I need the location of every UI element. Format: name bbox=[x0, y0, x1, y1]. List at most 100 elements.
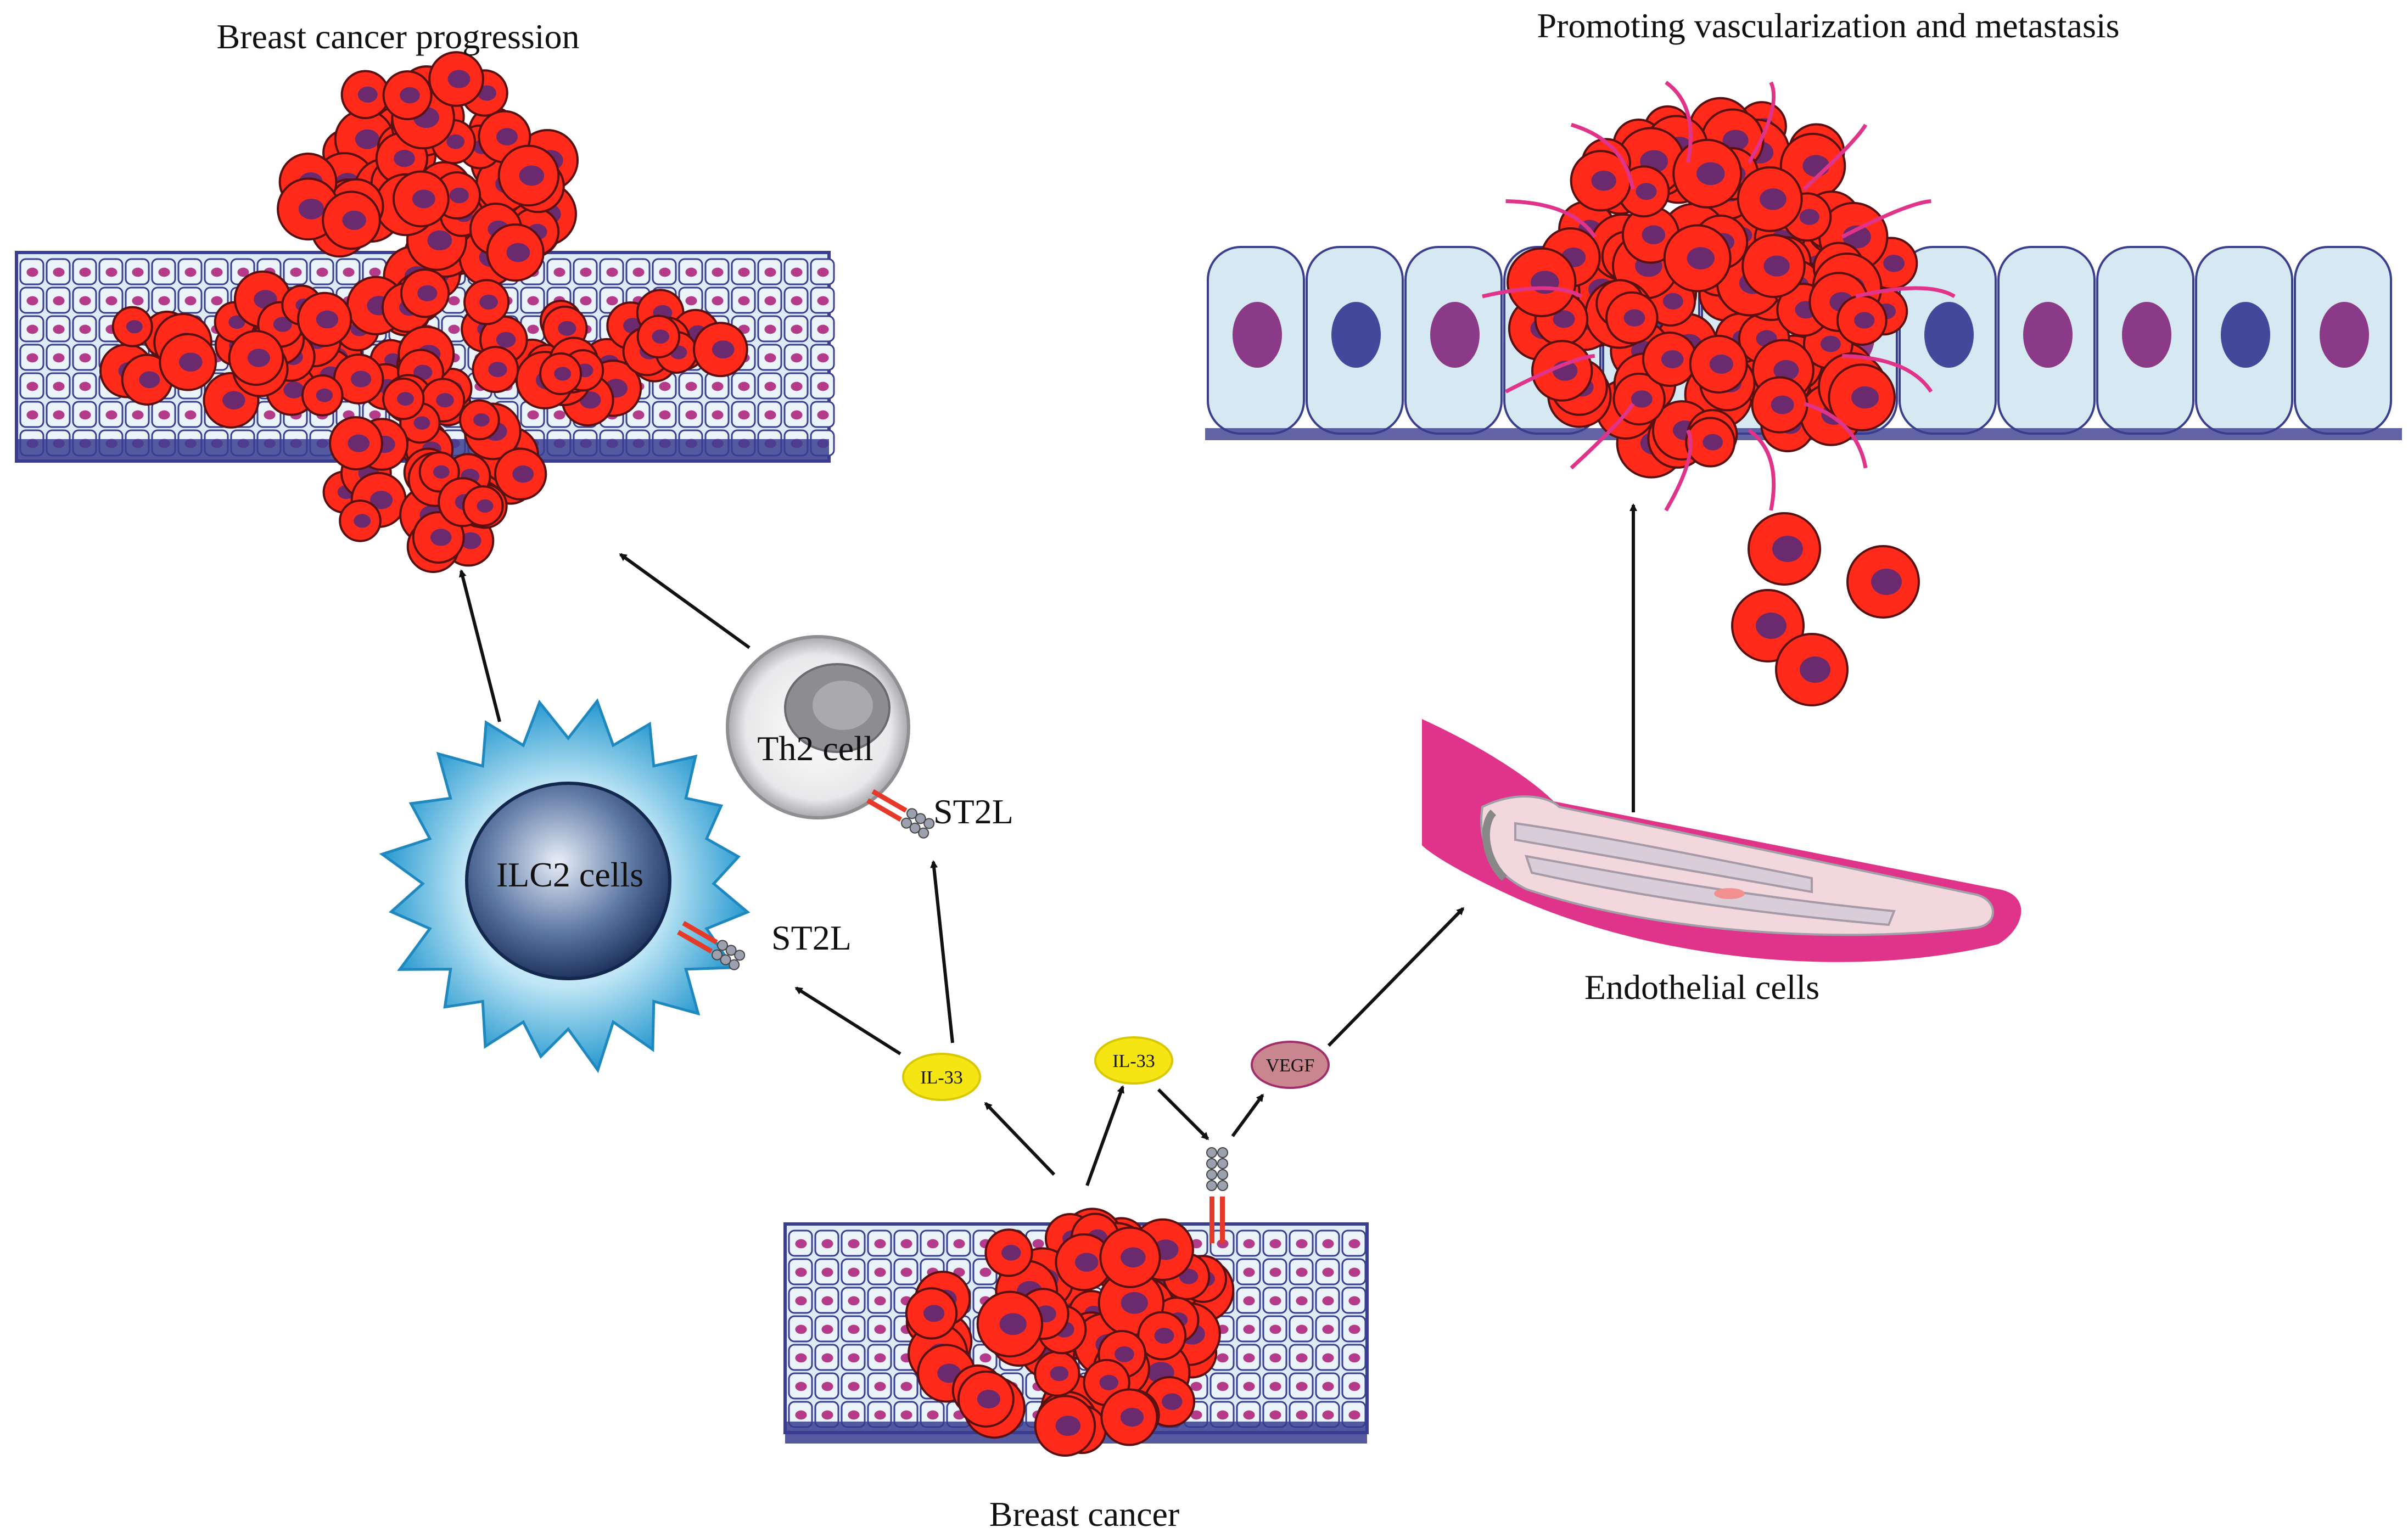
cell-nucleus bbox=[712, 381, 724, 391]
cell-nucleus bbox=[606, 267, 618, 277]
th2-st2l-label: ST2L bbox=[933, 792, 1013, 831]
cell-nucleus bbox=[53, 267, 65, 277]
tumor-nucleus bbox=[1001, 1245, 1021, 1261]
vascular-strand bbox=[1482, 286, 1582, 299]
tumor-nucleus bbox=[436, 392, 454, 408]
cell-nucleus bbox=[1322, 1382, 1334, 1391]
cell-nucleus bbox=[712, 296, 724, 306]
cell-nucleus bbox=[132, 267, 144, 277]
cell-nucleus bbox=[527, 296, 539, 306]
right-title: Promoting vascularization and metastasis bbox=[1537, 6, 2119, 45]
tumor-nucleus bbox=[369, 491, 393, 509]
cell-nucleus bbox=[553, 267, 565, 277]
cell-nucleus bbox=[817, 296, 829, 306]
breast-cancer-tissue bbox=[783, 1208, 1369, 1457]
cell-nucleus bbox=[1217, 1239, 1229, 1249]
cell-nucleus bbox=[659, 410, 671, 420]
cell-nucleus bbox=[527, 324, 539, 334]
cell-nucleus bbox=[1430, 302, 1480, 368]
tumor-nucleus bbox=[488, 362, 507, 378]
tumor-nucleus bbox=[1760, 188, 1787, 210]
tumor-nucleus bbox=[999, 1313, 1027, 1335]
cell-nucleus bbox=[1190, 1410, 1202, 1420]
tumor-nucleus bbox=[1121, 1247, 1146, 1268]
tumor-nucleus bbox=[1854, 312, 1875, 329]
cell-nucleus bbox=[1322, 1239, 1334, 1249]
cell-nucleus bbox=[1243, 1267, 1255, 1277]
cell-nucleus bbox=[1348, 1353, 1360, 1363]
arrow-tumor-to-il33-left bbox=[984, 1102, 1056, 1176]
cell-nucleus bbox=[900, 1239, 912, 1249]
cell-nucleus bbox=[791, 381, 803, 391]
tumor-nucleus bbox=[348, 434, 370, 452]
tumor-nucleus bbox=[1154, 1328, 1174, 1344]
cell-nucleus bbox=[1322, 1324, 1334, 1334]
cell-nucleus bbox=[1269, 1296, 1281, 1306]
tumor-nucleus bbox=[433, 465, 450, 479]
cell-nucleus bbox=[448, 324, 460, 334]
tumor-nucleus bbox=[1115, 1346, 1134, 1362]
cell-nucleus bbox=[290, 267, 302, 277]
vascular-strand bbox=[1803, 402, 1868, 469]
cell-nucleus bbox=[53, 410, 65, 420]
tumor-nucleus bbox=[283, 381, 305, 398]
cell-nucleus bbox=[848, 1353, 860, 1363]
tumor-nucleus bbox=[350, 370, 372, 388]
cell-nucleus bbox=[979, 1353, 992, 1363]
endothelial-label: Endothelial cells bbox=[1584, 968, 1819, 1007]
cell-nucleus bbox=[1348, 1324, 1360, 1334]
tumor-nucleus bbox=[1851, 386, 1879, 409]
cell-nucleus bbox=[79, 267, 91, 277]
cell-nucleus bbox=[632, 410, 645, 420]
cell-nucleus bbox=[821, 1410, 833, 1420]
vascular-strand bbox=[1570, 122, 1635, 190]
cell-nucleus bbox=[1296, 1267, 1308, 1277]
cell-nucleus bbox=[1032, 1239, 1044, 1249]
cell-nucleus bbox=[821, 1267, 833, 1277]
cell-nucleus bbox=[1217, 1353, 1229, 1363]
cell-nucleus bbox=[712, 410, 724, 420]
cell-nucleus bbox=[1217, 1382, 1229, 1391]
tumor-nucleus bbox=[1800, 656, 1830, 683]
tumor-nucleus bbox=[1161, 1393, 1183, 1410]
tumor-nucleus bbox=[1820, 335, 1841, 352]
cell-nucleus bbox=[685, 381, 697, 391]
tumor-nucleus bbox=[977, 1389, 1000, 1408]
cell-nucleus bbox=[105, 296, 117, 306]
tumor-nucleus bbox=[479, 294, 498, 310]
vascular-strand bbox=[1664, 429, 1693, 512]
cell-nucleus bbox=[105, 410, 117, 420]
vascular-strand bbox=[1802, 123, 1868, 191]
tumor-nucleus bbox=[247, 349, 270, 367]
cell-nucleus bbox=[821, 1324, 833, 1334]
cell-nucleus bbox=[2122, 302, 2171, 368]
tumor-nucleus bbox=[354, 514, 371, 528]
tumor-nucleus bbox=[1120, 1407, 1144, 1427]
cell-nucleus bbox=[1269, 1382, 1281, 1391]
cell-nucleus bbox=[1348, 1239, 1360, 1249]
cell-nucleus bbox=[184, 296, 197, 306]
cell-nucleus bbox=[26, 353, 38, 363]
cell-nucleus bbox=[791, 296, 803, 306]
cell-nucleus bbox=[685, 267, 697, 277]
cell-nucleus bbox=[764, 381, 776, 391]
cell-nucleus bbox=[158, 267, 170, 277]
vegf-cytokine: VEGF bbox=[1251, 1041, 1330, 1089]
breast-cancer-progression-tissue bbox=[15, 51, 835, 574]
cell-nucleus bbox=[764, 267, 776, 277]
cell-nucleus bbox=[553, 410, 565, 420]
tumor-nucleus bbox=[1642, 225, 1666, 245]
cell-nucleus bbox=[527, 410, 539, 420]
tumor-nucleus bbox=[449, 187, 469, 204]
cell-nucleus bbox=[685, 296, 697, 306]
tumor-nucleus bbox=[126, 320, 143, 334]
cell-nucleus bbox=[1322, 1353, 1334, 1363]
cell-nucleus bbox=[764, 296, 776, 306]
cell-nucleus bbox=[1322, 1267, 1334, 1277]
cell-nucleus bbox=[738, 381, 750, 391]
tumor-nucleus bbox=[427, 230, 452, 251]
cell-nucleus bbox=[1348, 1267, 1360, 1277]
tumor-nucleus bbox=[228, 315, 245, 329]
tumor-nucleus bbox=[1099, 1374, 1119, 1390]
